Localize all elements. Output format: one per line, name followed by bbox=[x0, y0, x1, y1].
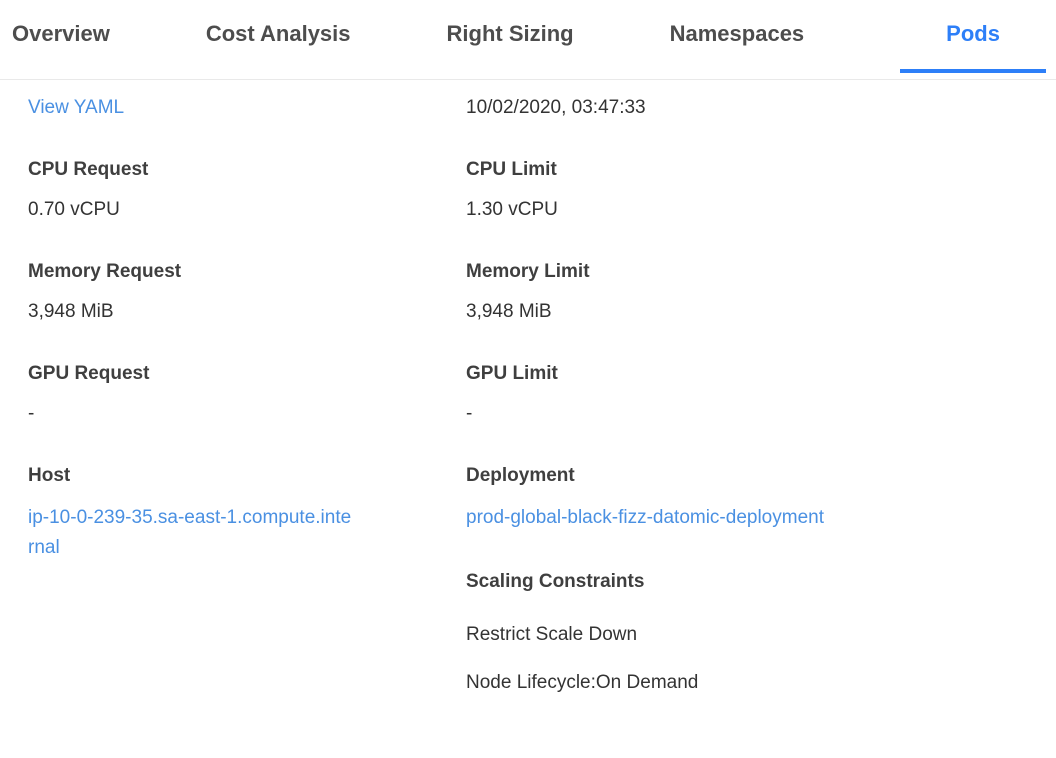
tab-cost-analysis[interactable]: Cost Analysis bbox=[205, 21, 351, 46]
scaling-constraint-item: Restrict Scale Down bbox=[466, 624, 638, 645]
scaling-constraints-section: Scaling Constraints Restrict Scale Down … bbox=[466, 569, 1056, 696]
host-label: Host bbox=[28, 465, 71, 486]
tab-namespaces[interactable]: Namespaces bbox=[669, 21, 805, 46]
host-field: Host ip-10-0-239-35.sa-east-1.compute.in… bbox=[28, 463, 466, 563]
scaling-constraint-item: Node Lifecycle:On Demand bbox=[466, 672, 699, 693]
gpu-request-field: GPU Request - bbox=[28, 361, 466, 427]
cpu-request-label: CPU Request bbox=[28, 159, 149, 180]
deployment-field: Deployment prod-global-black-fizz-datomi… bbox=[466, 463, 1056, 533]
memory-limit-field: Memory Limit 3,948 MiB bbox=[466, 259, 1056, 325]
gpu-request-value: - bbox=[28, 403, 35, 424]
details-right-column: 10/02/2020, 03:47:33 CPU Limit 1.30 vCPU… bbox=[466, 95, 1056, 718]
scaling-constraints-label: Scaling Constraints bbox=[466, 571, 645, 592]
memory-limit-value: 3,948 MiB bbox=[466, 301, 552, 322]
tab-overview[interactable]: Overview bbox=[12, 21, 110, 46]
host-link[interactable]: ip-10-0-239-35.sa-east-1.compute.interna… bbox=[28, 507, 352, 558]
gpu-request-label: GPU Request bbox=[28, 363, 150, 384]
created-timestamp: 10/02/2020, 03:47:33 bbox=[466, 97, 646, 118]
pod-details-panel: View YAML CPU Request 0.70 vCPU Memory R… bbox=[0, 80, 1056, 718]
gpu-limit-value: - bbox=[466, 403, 473, 424]
gpu-limit-field: GPU Limit - bbox=[466, 361, 1056, 427]
memory-request-field: Memory Request 3,948 MiB bbox=[28, 259, 466, 325]
gpu-limit-label: GPU Limit bbox=[466, 363, 558, 384]
cpu-limit-value: 1.30 vCPU bbox=[466, 199, 558, 220]
memory-request-value: 3,948 MiB bbox=[28, 301, 114, 322]
deployment-label: Deployment bbox=[466, 465, 575, 486]
memory-request-label: Memory Request bbox=[28, 261, 182, 282]
cpu-request-field: CPU Request 0.70 vCPU bbox=[28, 157, 466, 223]
cpu-limit-field: CPU Limit 1.30 vCPU bbox=[466, 157, 1056, 223]
cpu-request-value: 0.70 vCPU bbox=[28, 199, 120, 220]
view-yaml-link[interactable]: View YAML bbox=[28, 97, 125, 118]
deployment-link[interactable]: prod-global-black-fizz-datomic-deploymen… bbox=[466, 507, 824, 528]
tab-pods[interactable]: Pods bbox=[900, 0, 1046, 79]
tab-bar: Overview Cost Analysis Right Sizing Name… bbox=[0, 0, 1056, 80]
details-left-column: View YAML CPU Request 0.70 vCPU Memory R… bbox=[28, 95, 466, 718]
tab-right-sizing[interactable]: Right Sizing bbox=[446, 21, 574, 46]
cpu-limit-label: CPU Limit bbox=[466, 159, 557, 180]
memory-limit-label: Memory Limit bbox=[466, 261, 590, 282]
